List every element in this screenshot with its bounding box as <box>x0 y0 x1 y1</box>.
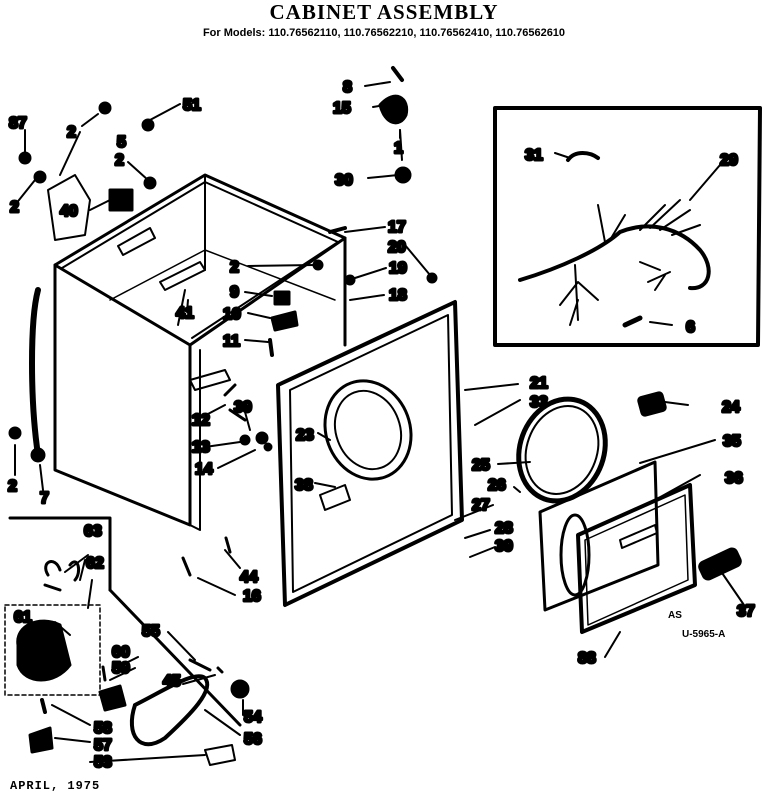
part-label-10: 10 <box>223 306 241 323</box>
part-40-shape <box>108 188 134 212</box>
part-label-14: 14 <box>195 461 213 478</box>
part-label-19: 19 <box>389 260 407 277</box>
date-label: APRIL, 1975 <box>10 779 101 793</box>
part-label-58: 58 <box>94 720 112 737</box>
part-label-88: 88 <box>578 650 596 667</box>
part-label-31: 31 <box>525 147 543 164</box>
part-label-6: 6 <box>686 319 695 336</box>
part-label-2d: 2 <box>10 199 19 216</box>
part-label-20: 20 <box>388 239 406 256</box>
part-label-39a: 39 <box>495 538 513 555</box>
part-label-23: 23 <box>296 427 314 444</box>
part-label-17: 17 <box>388 219 406 236</box>
cabinet-body <box>29 173 347 531</box>
door-assembly <box>538 460 742 634</box>
part-label-63: 63 <box>84 523 102 540</box>
part-label-15: 15 <box>333 100 351 117</box>
part-label-7: 7 <box>40 490 49 507</box>
part-label-13: 13 <box>192 439 210 456</box>
part-label-1: 1 <box>394 140 403 157</box>
part-label-2b: 2 <box>67 124 76 141</box>
part-label-60: 60 <box>112 644 130 661</box>
harness-inset <box>493 106 762 347</box>
part-5-bracket <box>47 174 91 241</box>
part-label-40: 40 <box>60 203 78 220</box>
part-label-38: 38 <box>295 477 313 494</box>
front-panel <box>276 300 464 607</box>
part-label-33: 33 <box>530 394 548 411</box>
part-label-36: 36 <box>725 470 743 487</box>
part-24-shape <box>637 391 667 417</box>
part-label-61: 61 <box>14 609 32 626</box>
part-label-41: 41 <box>176 305 194 322</box>
part-label-87: 87 <box>9 115 27 132</box>
part-label-29: 29 <box>720 152 738 169</box>
door-seal <box>516 396 608 504</box>
part-labels: 8 15 1 30 17 20 19 18 2 9 10 11 41 51 87… <box>7 78 757 773</box>
part-label-2c: 2 <box>115 152 124 169</box>
part-label-30: 30 <box>335 172 353 189</box>
part-label-55: 55 <box>142 623 160 640</box>
part-label-51: 51 <box>183 97 201 114</box>
part-label-27: 27 <box>472 497 490 514</box>
part-label-28: 28 <box>495 520 513 537</box>
drawing-code: U-5965-A <box>682 629 726 640</box>
leader-lines <box>14 81 745 763</box>
part-15-shape <box>378 94 409 125</box>
part-label-62: 62 <box>86 555 104 572</box>
part-label-54: 54 <box>244 709 262 726</box>
part-label-57: 57 <box>94 737 112 754</box>
part-label-59: 59 <box>112 660 130 677</box>
part-label-9: 9 <box>230 284 239 301</box>
part-label-35: 35 <box>723 433 741 450</box>
part-label-37: 37 <box>737 603 755 620</box>
part-label-25: 25 <box>472 457 490 474</box>
part-label-16: 16 <box>243 588 261 605</box>
part-label-26: 26 <box>488 477 506 494</box>
part-label-12: 12 <box>192 412 210 429</box>
diagram-title: CABINET ASSEMBLY <box>269 0 499 24</box>
motor-section <box>4 516 250 766</box>
part-label-11: 11 <box>223 333 240 350</box>
part-label-53: 53 <box>94 754 112 771</box>
part-label-44: 44 <box>240 569 258 586</box>
part-label-2a: 2 <box>230 259 239 276</box>
as-mark: AS <box>668 610 682 621</box>
part-label-56: 56 <box>244 731 262 748</box>
part-label-45: 45 <box>163 673 181 690</box>
part-label-5: 5 <box>117 134 126 151</box>
models-line: For Models: 110.76562110, 110.76562210, … <box>202 27 566 39</box>
part-label-18: 18 <box>389 287 407 304</box>
part-label-21: 21 <box>530 375 548 392</box>
part-label-8a: 8 <box>343 79 352 96</box>
part-label-2e: 2 <box>8 478 17 495</box>
part-label-39b: 39 <box>234 399 252 416</box>
part-label-24: 24 <box>722 399 740 416</box>
